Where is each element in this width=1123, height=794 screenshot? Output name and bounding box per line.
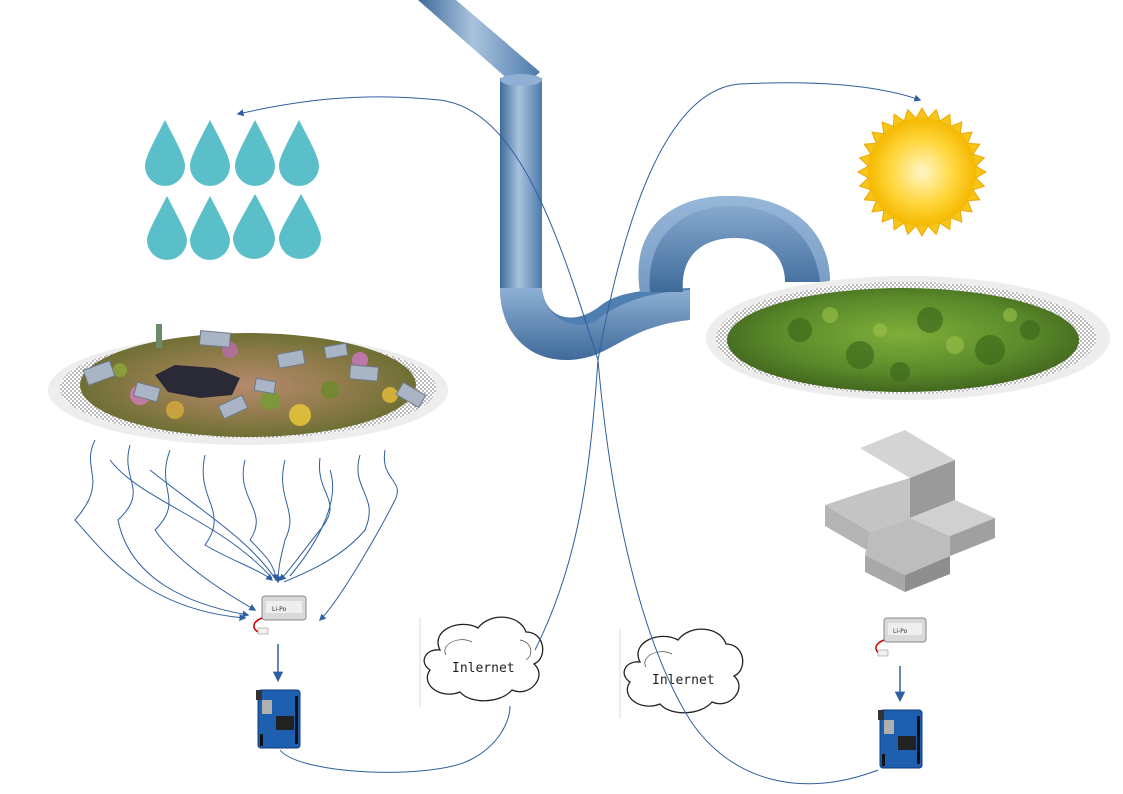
moss-field-icon: [706, 276, 1110, 400]
sensor-wires: [74, 439, 398, 622]
heath-field-icon: [48, 324, 448, 445]
microcontroller-board-icon: [878, 709, 923, 769]
drain-pipe-icon: [418, 0, 830, 361]
cloud-label: Inlernet: [652, 673, 715, 688]
sun-icon: [857, 107, 987, 237]
rain-drops-icon: [145, 120, 321, 260]
cloud-icon: [419, 616, 544, 708]
battery-icon: Li-Po: [875, 617, 927, 657]
plus-cross-icon: [825, 430, 995, 592]
microcontroller-board-icon: [256, 689, 301, 749]
connector-lines: [236, 82, 922, 785]
svg-text:Li-Po: Li-Po: [893, 628, 908, 635]
battery-icon: Li-Po: [253, 595, 307, 635]
svg-text:Li-Po: Li-Po: [272, 606, 287, 613]
cloud-icon: [619, 628, 744, 718]
cloud-label: Inlernet: [452, 661, 515, 676]
